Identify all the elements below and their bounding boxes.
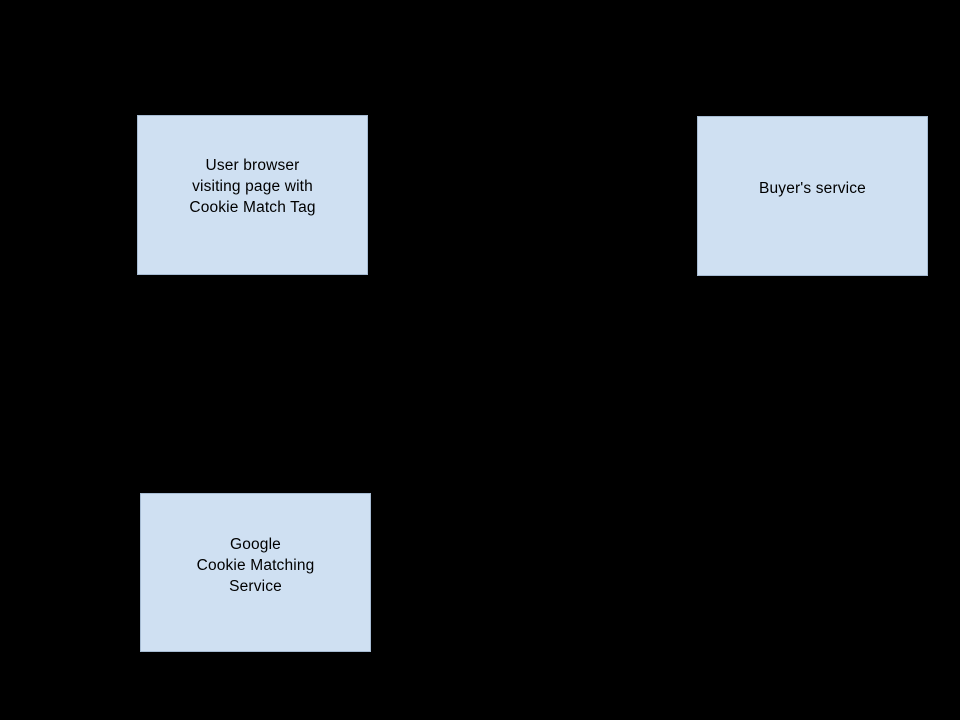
node-buyers-service-label: Buyer's service <box>759 179 866 197</box>
node-user-browser[interactable]: User browser visiting page with Cookie M… <box>137 115 368 275</box>
node-user-browser-label: User browser visiting page with Cookie M… <box>189 156 316 216</box>
node-buyers-service[interactable]: Buyer's service <box>697 116 928 276</box>
node-google-cookie-matching-service[interactable]: Google Cookie Matching Service <box>140 493 371 652</box>
node-google-cookie-matching-service-label: Google Cookie Matching Service <box>196 536 315 595</box>
